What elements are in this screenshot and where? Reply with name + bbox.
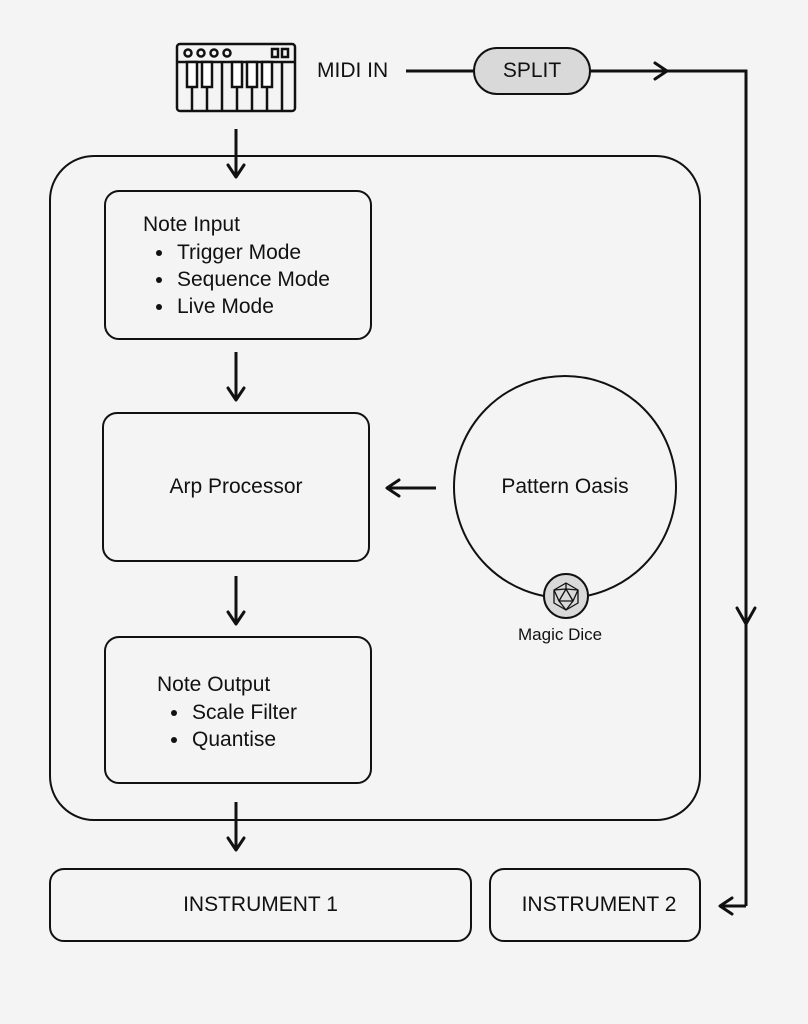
note-output-item: Quantise — [190, 726, 297, 753]
note-output-title: Note Output — [157, 673, 271, 696]
arp-processor-title: Arp Processor — [169, 475, 303, 498]
arp-processor-box — [102, 412, 370, 562]
note-input-item: Sequence Mode — [175, 266, 330, 293]
instrument-1-label: INSTRUMENT 1 — [183, 893, 338, 916]
note-output-box — [104, 636, 372, 784]
instrument-2-label: INSTRUMENT 2 — [521, 893, 677, 916]
magic-dice-icon — [543, 573, 589, 619]
note-input-item: Trigger Mode — [175, 239, 330, 266]
pattern-oasis-title: Pattern Oasis — [501, 475, 629, 498]
instrument-1-box — [49, 868, 472, 942]
instrument-2-box — [489, 868, 701, 942]
magic-dice-label: Magic Dice — [518, 625, 603, 644]
split-route-line — [667, 69, 748, 906]
note-input-item: Live Mode — [175, 293, 330, 320]
note-output-item: Scale Filter — [190, 699, 297, 726]
split-label: SPLIT — [502, 59, 562, 82]
arpeggiator-container — [49, 155, 701, 821]
split-route-down-arrowhead — [735, 606, 757, 626]
note-input-box — [104, 190, 372, 340]
midi-keyboard-icon — [175, 42, 297, 113]
note-input-title: Note Input — [143, 213, 240, 236]
note-input-list: Trigger Mode Sequence Mode Live Mode — [151, 239, 330, 320]
midi-in-label: MIDI IN — [317, 59, 389, 82]
note-output-list: Scale Filter Quantise — [166, 699, 297, 753]
